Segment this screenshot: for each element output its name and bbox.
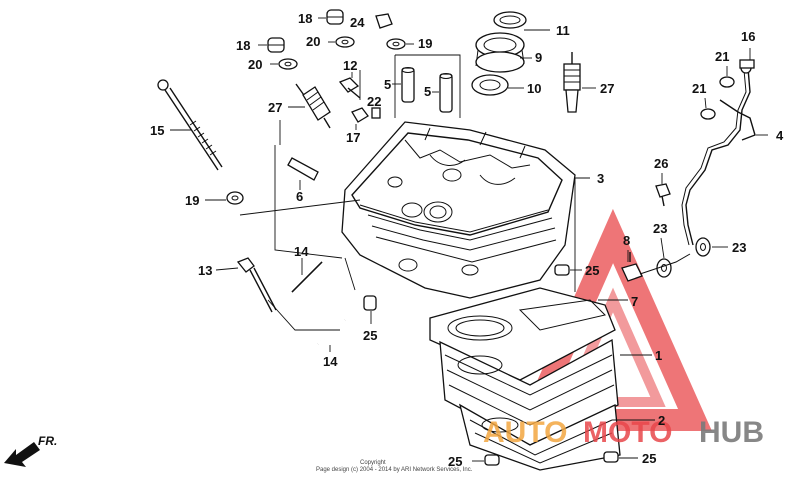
guide-6: [287, 157, 319, 181]
watermark-hub: HUB: [699, 416, 764, 449]
callout-19b: 19: [185, 193, 199, 208]
callout-10: 10: [527, 81, 541, 96]
cylinder-head-part: [341, 121, 576, 299]
copyright-line-1: Copyright: [360, 460, 386, 466]
callout-21b: 21: [692, 81, 706, 96]
callout-4: 4: [776, 128, 784, 143]
callout-16: 16: [741, 29, 755, 44]
callout-13: 13: [198, 263, 212, 278]
callout-9: 9: [535, 50, 542, 65]
callout-2: 2: [658, 413, 665, 428]
callout-7: 7: [631, 294, 638, 309]
callout-21a: 21: [715, 49, 729, 64]
valve-guide-5-left: [401, 67, 415, 103]
callout-14a: 14: [294, 244, 309, 259]
dowel-pin-14-lower: [317, 319, 346, 345]
nut-24: [375, 13, 393, 29]
callout-5a: 5: [384, 77, 391, 92]
watermark-moto: MOTO: [583, 416, 672, 449]
callout-18a: 18: [298, 11, 312, 26]
callout-11: 11: [556, 23, 570, 38]
callout-25d: 25: [642, 451, 656, 466]
callout-25b: 25: [585, 263, 599, 278]
callout-25a: 25: [363, 328, 377, 343]
dowel-25-d: [603, 451, 619, 463]
screw-22: [371, 107, 381, 119]
cap-nut-18-lower: [267, 37, 285, 53]
callout-20b: 20: [248, 57, 262, 72]
watermark-auto: AUTO: [483, 416, 567, 449]
callout-23b: 23: [732, 240, 746, 255]
direction-label: FR.: [38, 434, 57, 448]
o-ring-10: [471, 74, 509, 96]
cylinder-part: [429, 287, 621, 471]
bolt-8: [621, 252, 643, 282]
callout-19a: 19: [418, 36, 432, 51]
callout-23a: 23: [653, 221, 667, 236]
callout-14b: 14: [323, 354, 338, 369]
callout-labels: 18 24 20 19 18 20 12 22 5 5 11 9 10 27 2…: [150, 11, 784, 469]
valve-guide-5-right: [439, 73, 453, 113]
fitting-17: [351, 107, 369, 123]
front-direction-arrow: FR.: [4, 434, 57, 467]
dowel-pin-14-upper: [291, 261, 323, 293]
clamp-11: [493, 11, 527, 29]
washer-20-lower: [278, 58, 298, 70]
cap-nut-18-upper: [326, 9, 344, 25]
callout-27a: 27: [268, 100, 282, 115]
oil-pipe-4: [681, 59, 756, 246]
callout-22: 22: [367, 94, 381, 109]
callout-1: 1: [655, 348, 662, 363]
insulator-9: [475, 32, 525, 73]
callout-26: 26: [654, 156, 668, 171]
bolt-13: [236, 257, 277, 313]
dowel-25-a: [554, 264, 570, 276]
long-bolt-15: [157, 79, 223, 171]
washer-21-lower: [700, 108, 716, 120]
watermark-text: AUTO MOTO HUB: [483, 416, 764, 449]
callout-12: 12: [343, 58, 357, 73]
washer-19-left: [226, 191, 244, 205]
dowel-25-c: [484, 454, 500, 466]
callout-20a: 20: [306, 34, 320, 49]
spark-plug-27-right: [563, 52, 581, 113]
callout-6: 6: [296, 189, 303, 204]
callout-5b: 5: [424, 84, 431, 99]
callout-24: 24: [350, 15, 365, 30]
dowel-25-b: [363, 295, 377, 311]
callout-27b: 27: [600, 81, 614, 96]
washer-23-right: [695, 237, 711, 257]
callout-18b: 18: [236, 38, 250, 53]
callout-3: 3: [597, 171, 604, 186]
fitting-12: [338, 77, 361, 99]
washer-20-upper: [335, 36, 355, 48]
callout-25c: 25: [448, 454, 462, 469]
washer-21-upper: [719, 76, 735, 88]
callout-8: 8: [623, 233, 630, 248]
bolt-26: [655, 183, 671, 207]
spark-plug-27-left: [295, 83, 331, 129]
callout-15: 15: [150, 123, 164, 138]
washer-19-top: [386, 38, 406, 50]
callout-17: 17: [346, 130, 360, 145]
copyright-line-2: Page design (c) 2004 - 2014 by ARI Netwo…: [316, 467, 473, 473]
